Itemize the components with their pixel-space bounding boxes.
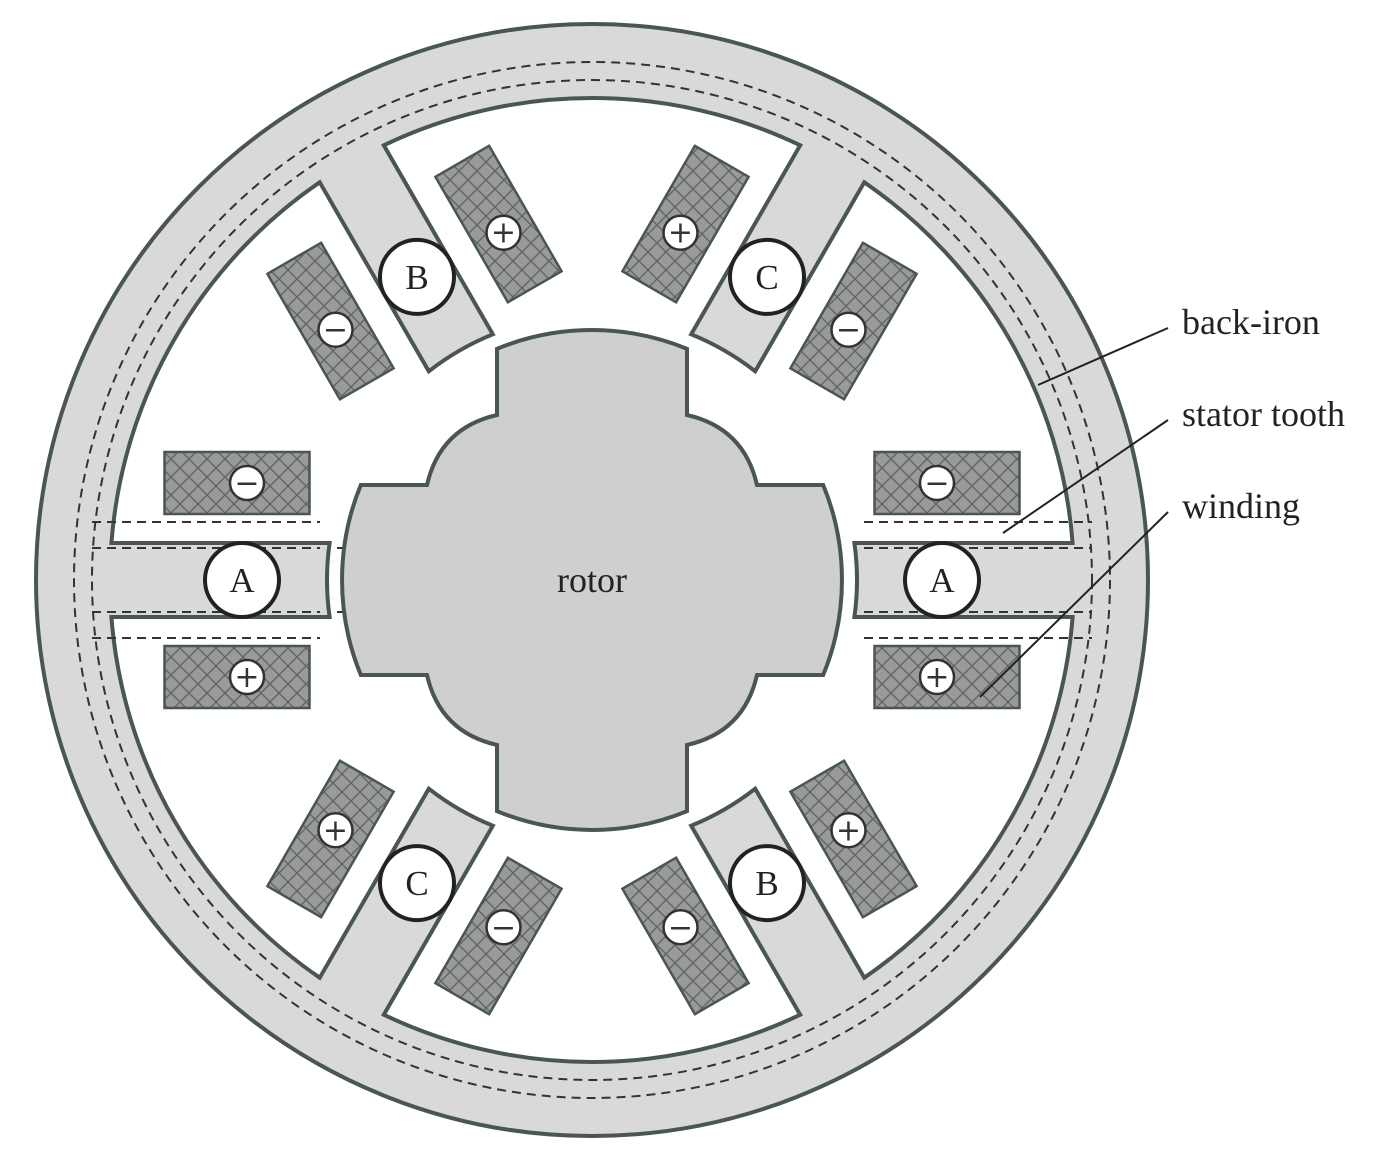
phase-label-badge — [728, 844, 806, 923]
polarity-sign: + — [924, 660, 949, 695]
phase-label-badge — [378, 237, 456, 316]
polarity-marker — [830, 812, 867, 849]
polarity-marker — [485, 214, 522, 251]
rotor — [340, 328, 844, 832]
polarity-marker — [662, 909, 699, 946]
polarity-marker — [228, 658, 266, 696]
phase-labels: A C B A C B — [203, 237, 981, 923]
polarity-sign: − — [323, 313, 348, 348]
phase-label: C — [755, 258, 778, 297]
polarity-sign: − — [668, 910, 693, 945]
phase-label-badge — [903, 541, 981, 619]
polarity-sign: − — [491, 910, 516, 945]
phase-label: B — [405, 258, 428, 297]
polarity-marker — [485, 909, 522, 946]
winding-callout: winding — [1182, 486, 1300, 526]
rotor-label: rotor — [557, 560, 627, 600]
polarity-sign: − — [924, 466, 949, 501]
polarity-sign: + — [668, 216, 693, 251]
polarity-marker — [228, 464, 266, 502]
phase-label-badge — [203, 541, 281, 619]
phase-label: C — [405, 864, 428, 903]
stator-tooth-callout: stator tooth — [1182, 394, 1345, 434]
phase-label-badge — [728, 237, 806, 316]
phase-label: B — [755, 864, 778, 903]
callouts: back-iron stator tooth winding — [979, 302, 1345, 698]
phase-label-badge — [378, 844, 456, 923]
polarity-marker — [830, 311, 867, 348]
polarity-sign: + — [836, 813, 861, 848]
polarity-sign: − — [234, 466, 259, 501]
polarity-sign: + — [234, 660, 259, 695]
polarity-sign: + — [323, 813, 348, 848]
polarity-marker — [918, 658, 956, 696]
polarity-sign: + — [491, 216, 516, 251]
polarity-marker — [662, 214, 699, 251]
polarity-marker — [317, 311, 354, 348]
winding-leader — [979, 511, 1169, 698]
back-iron-leader — [1037, 327, 1169, 386]
phase-label: A — [929, 561, 955, 600]
windings: − + + − − + + − − + + − — [163, 144, 1021, 1016]
stator-tooth-leader — [1002, 419, 1169, 534]
phase-label: A — [229, 561, 255, 600]
polarity-marker — [918, 464, 956, 502]
back-iron-callout: back-iron — [1182, 302, 1320, 342]
polarity-sign: − — [836, 313, 861, 348]
polarity-marker — [317, 812, 354, 849]
